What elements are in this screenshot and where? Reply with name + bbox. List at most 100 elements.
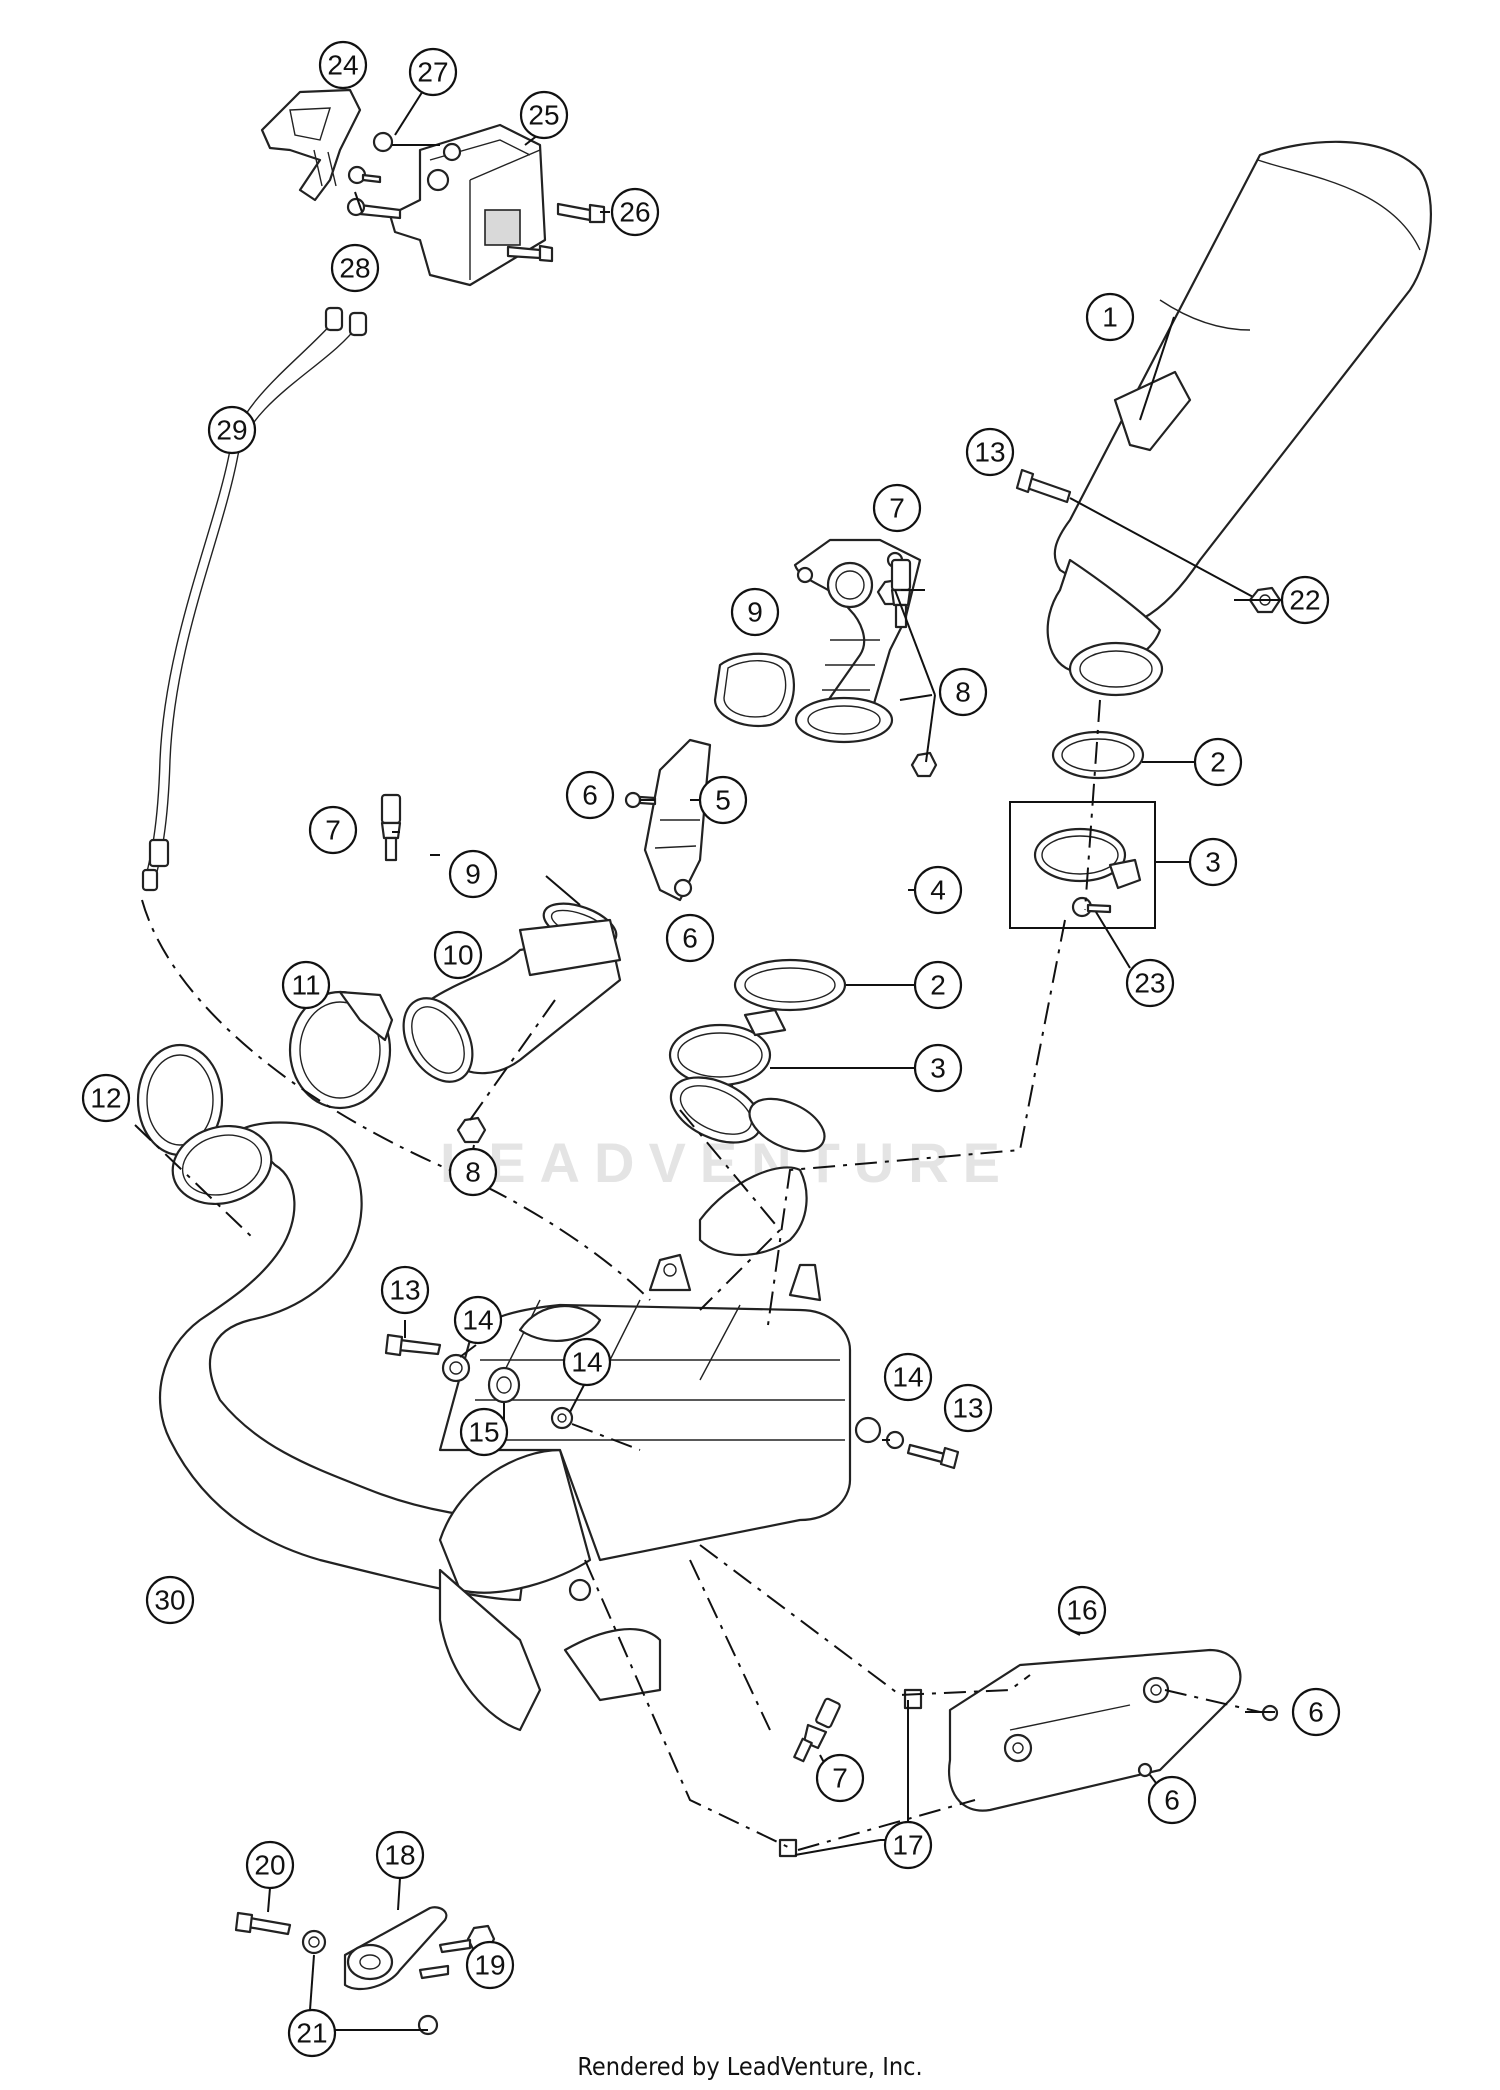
callout-14: 14: [883, 1352, 933, 1402]
svg-text:23: 23: [1134, 968, 1165, 999]
callout-13: 13: [380, 1265, 430, 1315]
oxygen-sensor-7-left: [380, 793, 402, 862]
callout-21: 21: [287, 2008, 337, 2058]
svg-text:5: 5: [715, 785, 731, 816]
svg-text:2: 2: [930, 970, 946, 1001]
assembly-line-16-30: [699, 1544, 1031, 1697]
callout-23: 23: [1125, 958, 1175, 1008]
svg-text:8: 8: [465, 1157, 481, 1188]
svg-text:15: 15: [468, 1417, 499, 1448]
callout-13: 13: [965, 427, 1015, 477]
screw-6-right: [1137, 1704, 1279, 1778]
callout-8: 8: [938, 667, 988, 717]
nut-8-lower: [456, 1116, 487, 1144]
callout-11: 11: [281, 960, 331, 1010]
bolt-13-right: [906, 1443, 960, 1470]
callout-6: 6: [565, 770, 615, 820]
svg-text:6: 6: [682, 923, 698, 954]
svg-text:6: 6: [1164, 1785, 1180, 1816]
callout-16: 16: [1057, 1585, 1107, 1635]
bolt-20: [234, 1911, 292, 1936]
svg-text:11: 11: [291, 970, 320, 1001]
svg-text:7: 7: [889, 493, 905, 524]
actuator-cable: [141, 306, 368, 892]
gasket-ring-2-upper: [1051, 730, 1145, 780]
svg-text:20: 20: [254, 1850, 285, 1881]
callout-19: 19: [465, 1940, 515, 1990]
bolt-13-top: [1015, 468, 1256, 599]
callout-7: 7: [815, 1753, 865, 1803]
svg-text:14: 14: [571, 1347, 602, 1378]
svg-text:6: 6: [1308, 1697, 1324, 1728]
svg-text:18: 18: [384, 1840, 415, 1871]
svg-text:7: 7: [325, 815, 341, 846]
svg-text:9: 9: [465, 859, 481, 890]
heat-shield-16: [947, 1648, 1242, 1812]
bushing-14-a: [441, 1353, 471, 1383]
callout-7: 7: [872, 483, 922, 533]
svg-text:19: 19: [474, 1950, 505, 1981]
svg-text:29: 29: [216, 415, 247, 446]
svg-text:8: 8: [955, 677, 971, 708]
svg-text:4: 4: [930, 875, 946, 906]
bolt-26: [506, 202, 606, 263]
muffler: [1046, 140, 1432, 697]
gasket-ring-2-lower: [733, 958, 847, 1012]
svg-text:26: 26: [619, 197, 650, 228]
svg-text:10: 10: [442, 940, 473, 971]
svg-text:14: 14: [462, 1305, 493, 1336]
svg-text:16: 16: [1066, 1595, 1097, 1626]
clamp-kit-frame: [1009, 801, 1156, 929]
assembly-line-6-16: [1164, 1689, 1261, 1713]
clamp-11: [288, 990, 394, 1110]
callout-14: 14: [453, 1295, 503, 1345]
callout-3: 3: [913, 1043, 963, 1093]
bolt-27: [372, 131, 440, 153]
bolt-13-middle: [384, 1333, 442, 1357]
callout-2: 2: [913, 960, 963, 1010]
assembly-line-1-30: [767, 919, 1066, 1326]
callout-9: 9: [730, 587, 780, 637]
assembly-line-17-30: [584, 1559, 791, 1849]
bushing-15: [487, 1366, 521, 1404]
callout-6: 6: [665, 913, 715, 963]
callout-13: 13: [943, 1383, 993, 1433]
svg-text:28: 28: [339, 253, 370, 284]
svg-text:17: 17: [892, 1830, 923, 1861]
svg-text:9: 9: [747, 597, 763, 628]
header-pipe-10: [402, 918, 622, 1083]
callout-14: 14: [562, 1337, 612, 1387]
bolt-28: [346, 165, 402, 220]
callout-4: 4: [913, 865, 963, 915]
svg-text:3: 3: [1205, 847, 1221, 878]
callout-3: 3: [1188, 837, 1238, 887]
callout-29: 29: [207, 405, 257, 455]
callout-5: 5: [698, 775, 748, 825]
callout-6: 6: [1147, 1775, 1197, 1825]
svg-text:30: 30: [154, 1585, 185, 1616]
assembly-line-8-10: [469, 999, 556, 1121]
bracket-18: [343, 1906, 448, 1990]
svg-text:25: 25: [528, 100, 559, 131]
svg-text:21: 21: [296, 2018, 327, 2049]
assembly-line-12-30: [134, 1124, 256, 1241]
callout-26: 26: [610, 187, 660, 237]
callout-15: 15: [459, 1407, 509, 1457]
assembly-line-29-30: [141, 899, 651, 1301]
callout-18: 18: [375, 1830, 425, 1880]
svg-text:2: 2: [1210, 747, 1226, 778]
svg-text:3: 3: [930, 1053, 946, 1084]
callout-6: 6: [1291, 1687, 1341, 1737]
callout-1: 1: [1085, 292, 1135, 342]
callout-20: 20: [245, 1840, 295, 1890]
assembly-line-7-30: [689, 1559, 771, 1731]
exhaust-flap-actuator: [260, 88, 547, 287]
clamp-3-upper: [1033, 827, 1142, 890]
assembly-line-14-30: [571, 1423, 641, 1451]
callout-12: 12: [81, 1073, 131, 1123]
callout-7: 7: [308, 805, 358, 855]
svg-text:13: 13: [974, 437, 1005, 468]
svg-text:1: 1: [1102, 302, 1118, 333]
callout-17: 17: [883, 1820, 933, 1870]
